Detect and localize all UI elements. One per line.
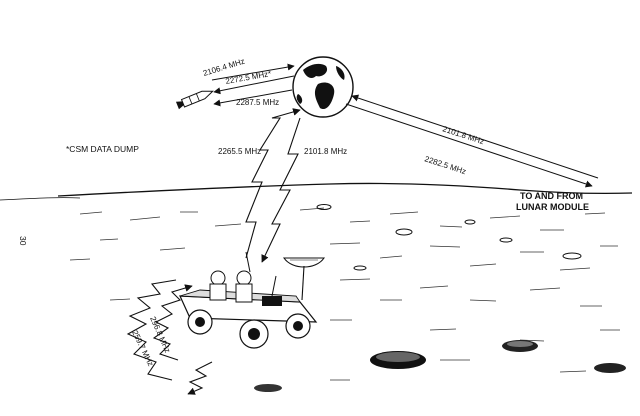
spacecraft-icon	[175, 90, 214, 110]
globe-icon	[292, 56, 354, 118]
lunar-surface	[0, 182, 633, 392]
destination-label-line2: LUNAR MODULE	[516, 202, 589, 212]
lm-downlink-label: 2282.5 MHz	[423, 154, 467, 176]
rover-earth-links	[245, 108, 301, 263]
dish-antenna-icon	[282, 257, 326, 301]
page-number: 30	[18, 236, 28, 246]
csm-dump-label: 2272.5 MHz*	[225, 69, 272, 86]
destination-label-line1: TO AND FROM	[520, 191, 583, 201]
rover-downlink-label: 2101.8 MHz	[304, 147, 347, 156]
vhf-label-b: 259.7 MHz	[130, 329, 155, 368]
vhf-wave-arcs	[126, 279, 213, 395]
rover-uplink-label: 2265.5 MHz	[218, 147, 261, 156]
lunar-rover-icon	[179, 251, 318, 349]
vhf-label-a: 296.8 MHz	[148, 315, 172, 354]
csm-data-dump-note: *CSM DATA DUMP	[66, 144, 139, 154]
csm-downlink-label: 2287.5 MHz	[236, 98, 279, 107]
lunar-module-link	[345, 94, 599, 188]
csm-earth-links	[211, 63, 295, 107]
